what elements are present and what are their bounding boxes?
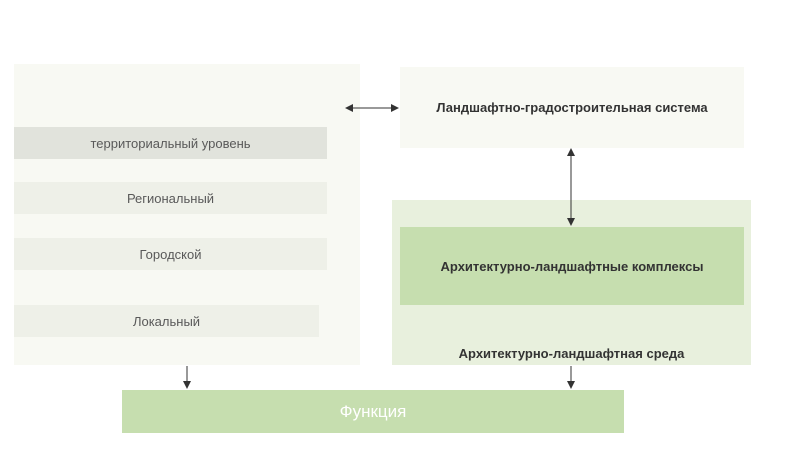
architectural-landscape-complexes-node: Архитектурно-ландшафтные комплексы: [400, 227, 744, 305]
complexes-label: Архитектурно-ландшафтные комплексы: [440, 258, 704, 274]
environment-label: Архитектурно-ландшафтная среда: [458, 346, 685, 361]
level-local: Локальный: [14, 305, 319, 337]
level-city: Городской: [14, 238, 327, 270]
level-regional: Региональный: [14, 182, 327, 214]
system-label: Ландшафтно-градостроительная система: [436, 100, 708, 115]
landscape-urban-system-node: Ландшафтно-градостроительная система: [400, 67, 744, 148]
level-header: территориальный уровень: [14, 127, 327, 159]
function-node: Функция: [122, 390, 624, 433]
function-label: Функция: [339, 401, 407, 421]
